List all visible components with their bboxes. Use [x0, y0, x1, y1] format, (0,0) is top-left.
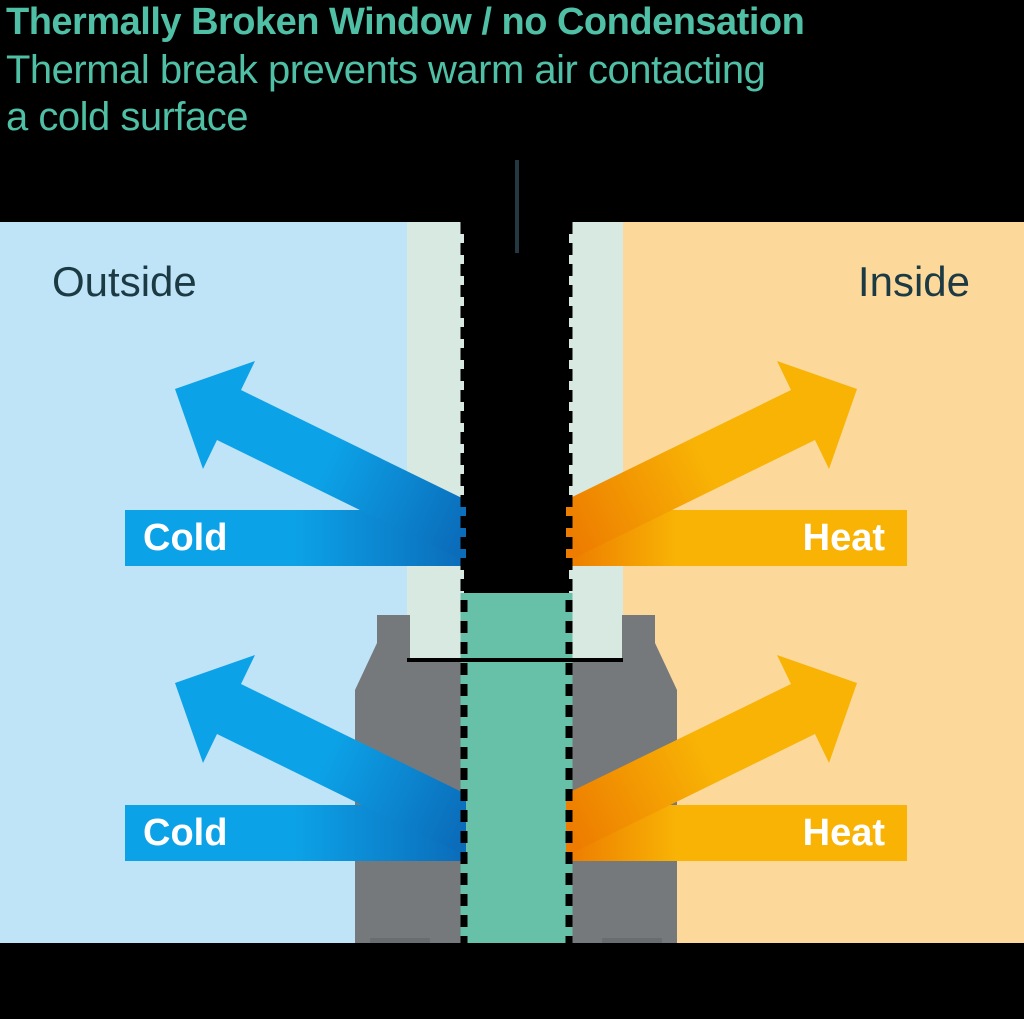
- glass-pane-left: [407, 222, 464, 660]
- inside-label: Inside: [857, 258, 970, 305]
- cold-bar-top-label: Cold: [143, 517, 228, 559]
- sill-line: [407, 658, 623, 662]
- page-subtitle-line-1: Thermal break prevents warm air contacti…: [6, 48, 766, 92]
- page-subtitle-line-2: a cold surface: [6, 95, 249, 139]
- heat-arrow-top-icon: [566, 361, 857, 562]
- glass-pane-right: [569, 222, 623, 660]
- heat-bar-bottom-label: Heat: [802, 812, 885, 854]
- heat-bar-top-label: Heat: [802, 517, 885, 559]
- frame-foot-right: [602, 938, 662, 943]
- cold-arrow-top-icon: [175, 361, 466, 562]
- cold-bar-bottom-label: Cold: [143, 812, 228, 854]
- heat-arrow-bottom-icon: [566, 655, 857, 856]
- page-title: Thermally Broken Window / no Condensatio…: [6, 1, 805, 43]
- thermal-break-pointer-line: [515, 160, 519, 253]
- frame-foot-left: [370, 938, 430, 943]
- outside-label: Outside: [52, 258, 197, 305]
- cold-arrow-bottom-icon: [175, 655, 466, 856]
- thermal-break: [460, 593, 573, 943]
